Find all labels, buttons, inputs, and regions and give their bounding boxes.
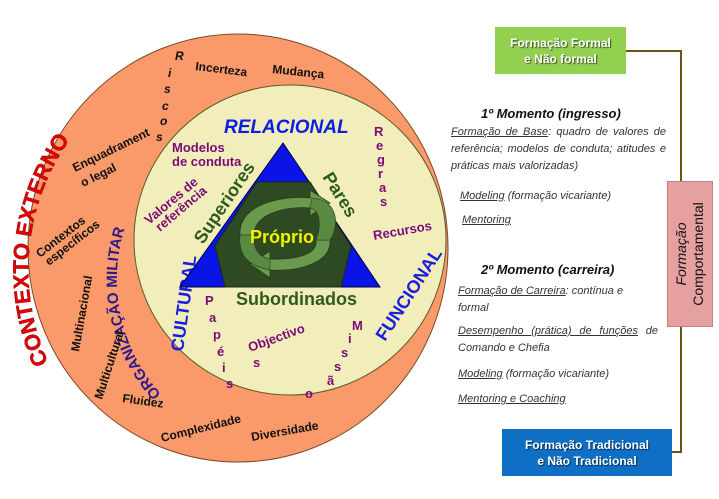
cycle-arrows-icon <box>239 189 336 279</box>
riscos-letter: o <box>160 114 167 128</box>
papeis-letter: s <box>226 376 233 391</box>
regras-letter: R <box>374 124 384 139</box>
traditional-box-line-2: e Não Tradicional <box>537 453 637 468</box>
behavioral-education-box: Formação Comportamental <box>667 181 713 327</box>
connector-line <box>680 50 682 181</box>
mudanca-label: Mudança <box>272 62 326 81</box>
regras-letter: g <box>377 152 385 167</box>
papeis-letter: p <box>213 327 221 342</box>
regras-letter: e <box>376 138 383 153</box>
moment1-title: 1º Momento (ingresso) <box>481 106 621 121</box>
career-training-text: : contínua e formal <box>458 285 624 314</box>
proprio-label: Próprio <box>250 227 314 247</box>
missao-letter: s <box>341 345 348 360</box>
missao-letter: s <box>334 359 341 374</box>
missao-letter: ã <box>327 373 335 388</box>
riscos-letter: i <box>168 66 172 80</box>
riscos-letter: c <box>162 99 169 113</box>
missao-vertical: M i s s ã o <box>305 318 363 401</box>
papeis-letter: a <box>209 310 217 325</box>
modelos-label-1: Modelos <box>172 140 225 155</box>
base-training-label: Formação de Base <box>451 126 549 138</box>
modeling-text: (formação vicariante) <box>502 368 610 380</box>
riscos-letter: s <box>156 130 163 144</box>
incerteza-label: Incerteza <box>195 59 249 79</box>
traditional-education-box: Formação Tradicional e Não Tradicional <box>502 429 672 476</box>
formal-box-line-1: Formação Formal <box>510 35 611 50</box>
regras-letter: r <box>378 166 383 181</box>
regras-vertical: R e g r a s <box>374 124 387 209</box>
objectivos-label-2: s <box>253 355 260 370</box>
moment1-base-paragraph: Formação de Base: quadro de valores de r… <box>451 124 666 175</box>
subordinados-label: Subordinados <box>236 289 357 309</box>
relacional-label: RELACIONAL <box>224 117 349 138</box>
moment2-performance-paragraph: Desempenho (prática) de funções de Coman… <box>458 323 658 357</box>
regras-letter: a <box>379 180 387 195</box>
moment2-mentoring: Mentoring e Coaching <box>458 391 566 408</box>
papeis-letter: é <box>217 344 224 359</box>
connector-line <box>680 327 682 452</box>
performance-text: de Comando e Chefia <box>458 325 658 354</box>
riscos-letter: s <box>164 82 171 96</box>
modeling-label: Modeling <box>458 368 503 380</box>
mentoring-coaching-label: Mentoring e Coaching <box>458 393 566 405</box>
modeling-label: Modeling <box>460 190 505 202</box>
riscos-letter: R <box>175 49 184 63</box>
fluidez-label: Fluidez <box>122 391 165 411</box>
missao-letter: M <box>352 318 363 333</box>
formal-box-line-2: e Não formal <box>524 51 597 66</box>
papeis-letter: P <box>205 293 214 308</box>
moment1-mentoring: Mentoring <box>462 212 511 229</box>
career-training-label: Formação de Carreira <box>458 285 566 297</box>
missao-letter: o <box>305 386 313 401</box>
riscos-vertical: R i s c o s <box>156 49 184 144</box>
missao-letter: i <box>348 331 352 346</box>
traditional-box-line-1: Formação Tradicional <box>524 437 650 452</box>
base-training-text: : quadro de valores de referência; model… <box>451 126 666 172</box>
modelos-label-2: de conduta <box>172 154 242 169</box>
mentoring-label: Mentoring <box>462 214 511 226</box>
papeis-vertical: P a p é i s <box>205 293 233 391</box>
papeis-letter: i <box>222 360 226 375</box>
regras-letter: s <box>380 194 387 209</box>
moment2-career-paragraph: Formação de Carreira: contínua e formal <box>458 283 648 317</box>
formal-education-box: Formação Formal e Não formal <box>495 27 626 74</box>
behavioral-box-line-1: Formação <box>673 222 689 286</box>
behavioral-box-line-2: Comportamental <box>690 202 706 306</box>
moment2-modeling: Modeling (formação vicariante) <box>458 366 609 383</box>
connector-line <box>672 451 682 453</box>
performance-label: Desempenho (prática) de funções <box>458 325 638 337</box>
moment2-title: 2º Momento (carreira) <box>481 262 615 277</box>
moment1-modeling: Modeling (formação vicariante) <box>460 188 611 205</box>
connector-line <box>626 50 681 52</box>
modeling-text: (formação vicariante) <box>504 190 612 202</box>
